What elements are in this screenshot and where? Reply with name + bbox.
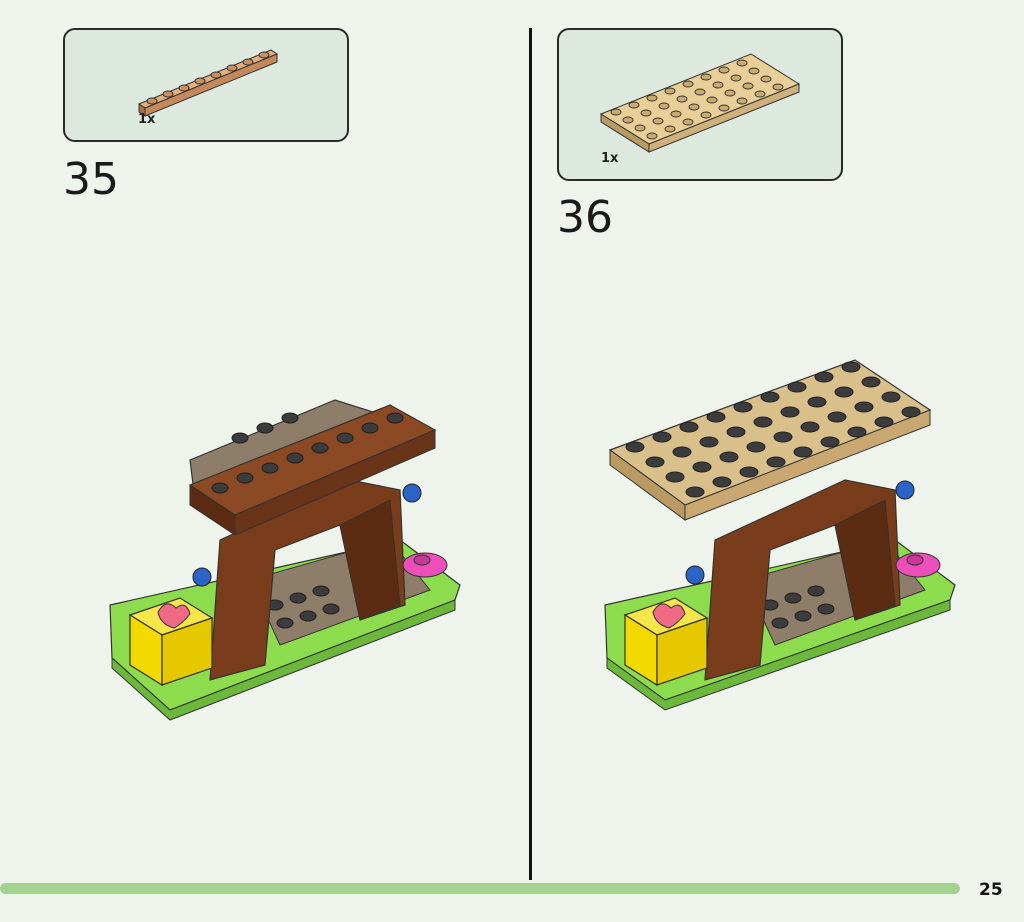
- part-quantity: 1x: [138, 112, 156, 127]
- step-number: 36: [557, 192, 613, 243]
- page-number: 25: [979, 880, 1003, 900]
- step-divider: [529, 28, 532, 880]
- parts-box-step-35: 1x: [63, 28, 349, 142]
- tan-plate-1x8-icon: [137, 49, 279, 117]
- model-illustration-step-36: [604, 359, 956, 711]
- part-quantity: 1x: [601, 151, 619, 166]
- progress-bar: [0, 883, 960, 894]
- step-number: 35: [63, 154, 119, 205]
- parts-box-step-36: 1x: [557, 28, 843, 181]
- model-illustration-step-35: [109, 399, 461, 721]
- beige-plate-4x8-icon: [599, 53, 801, 153]
